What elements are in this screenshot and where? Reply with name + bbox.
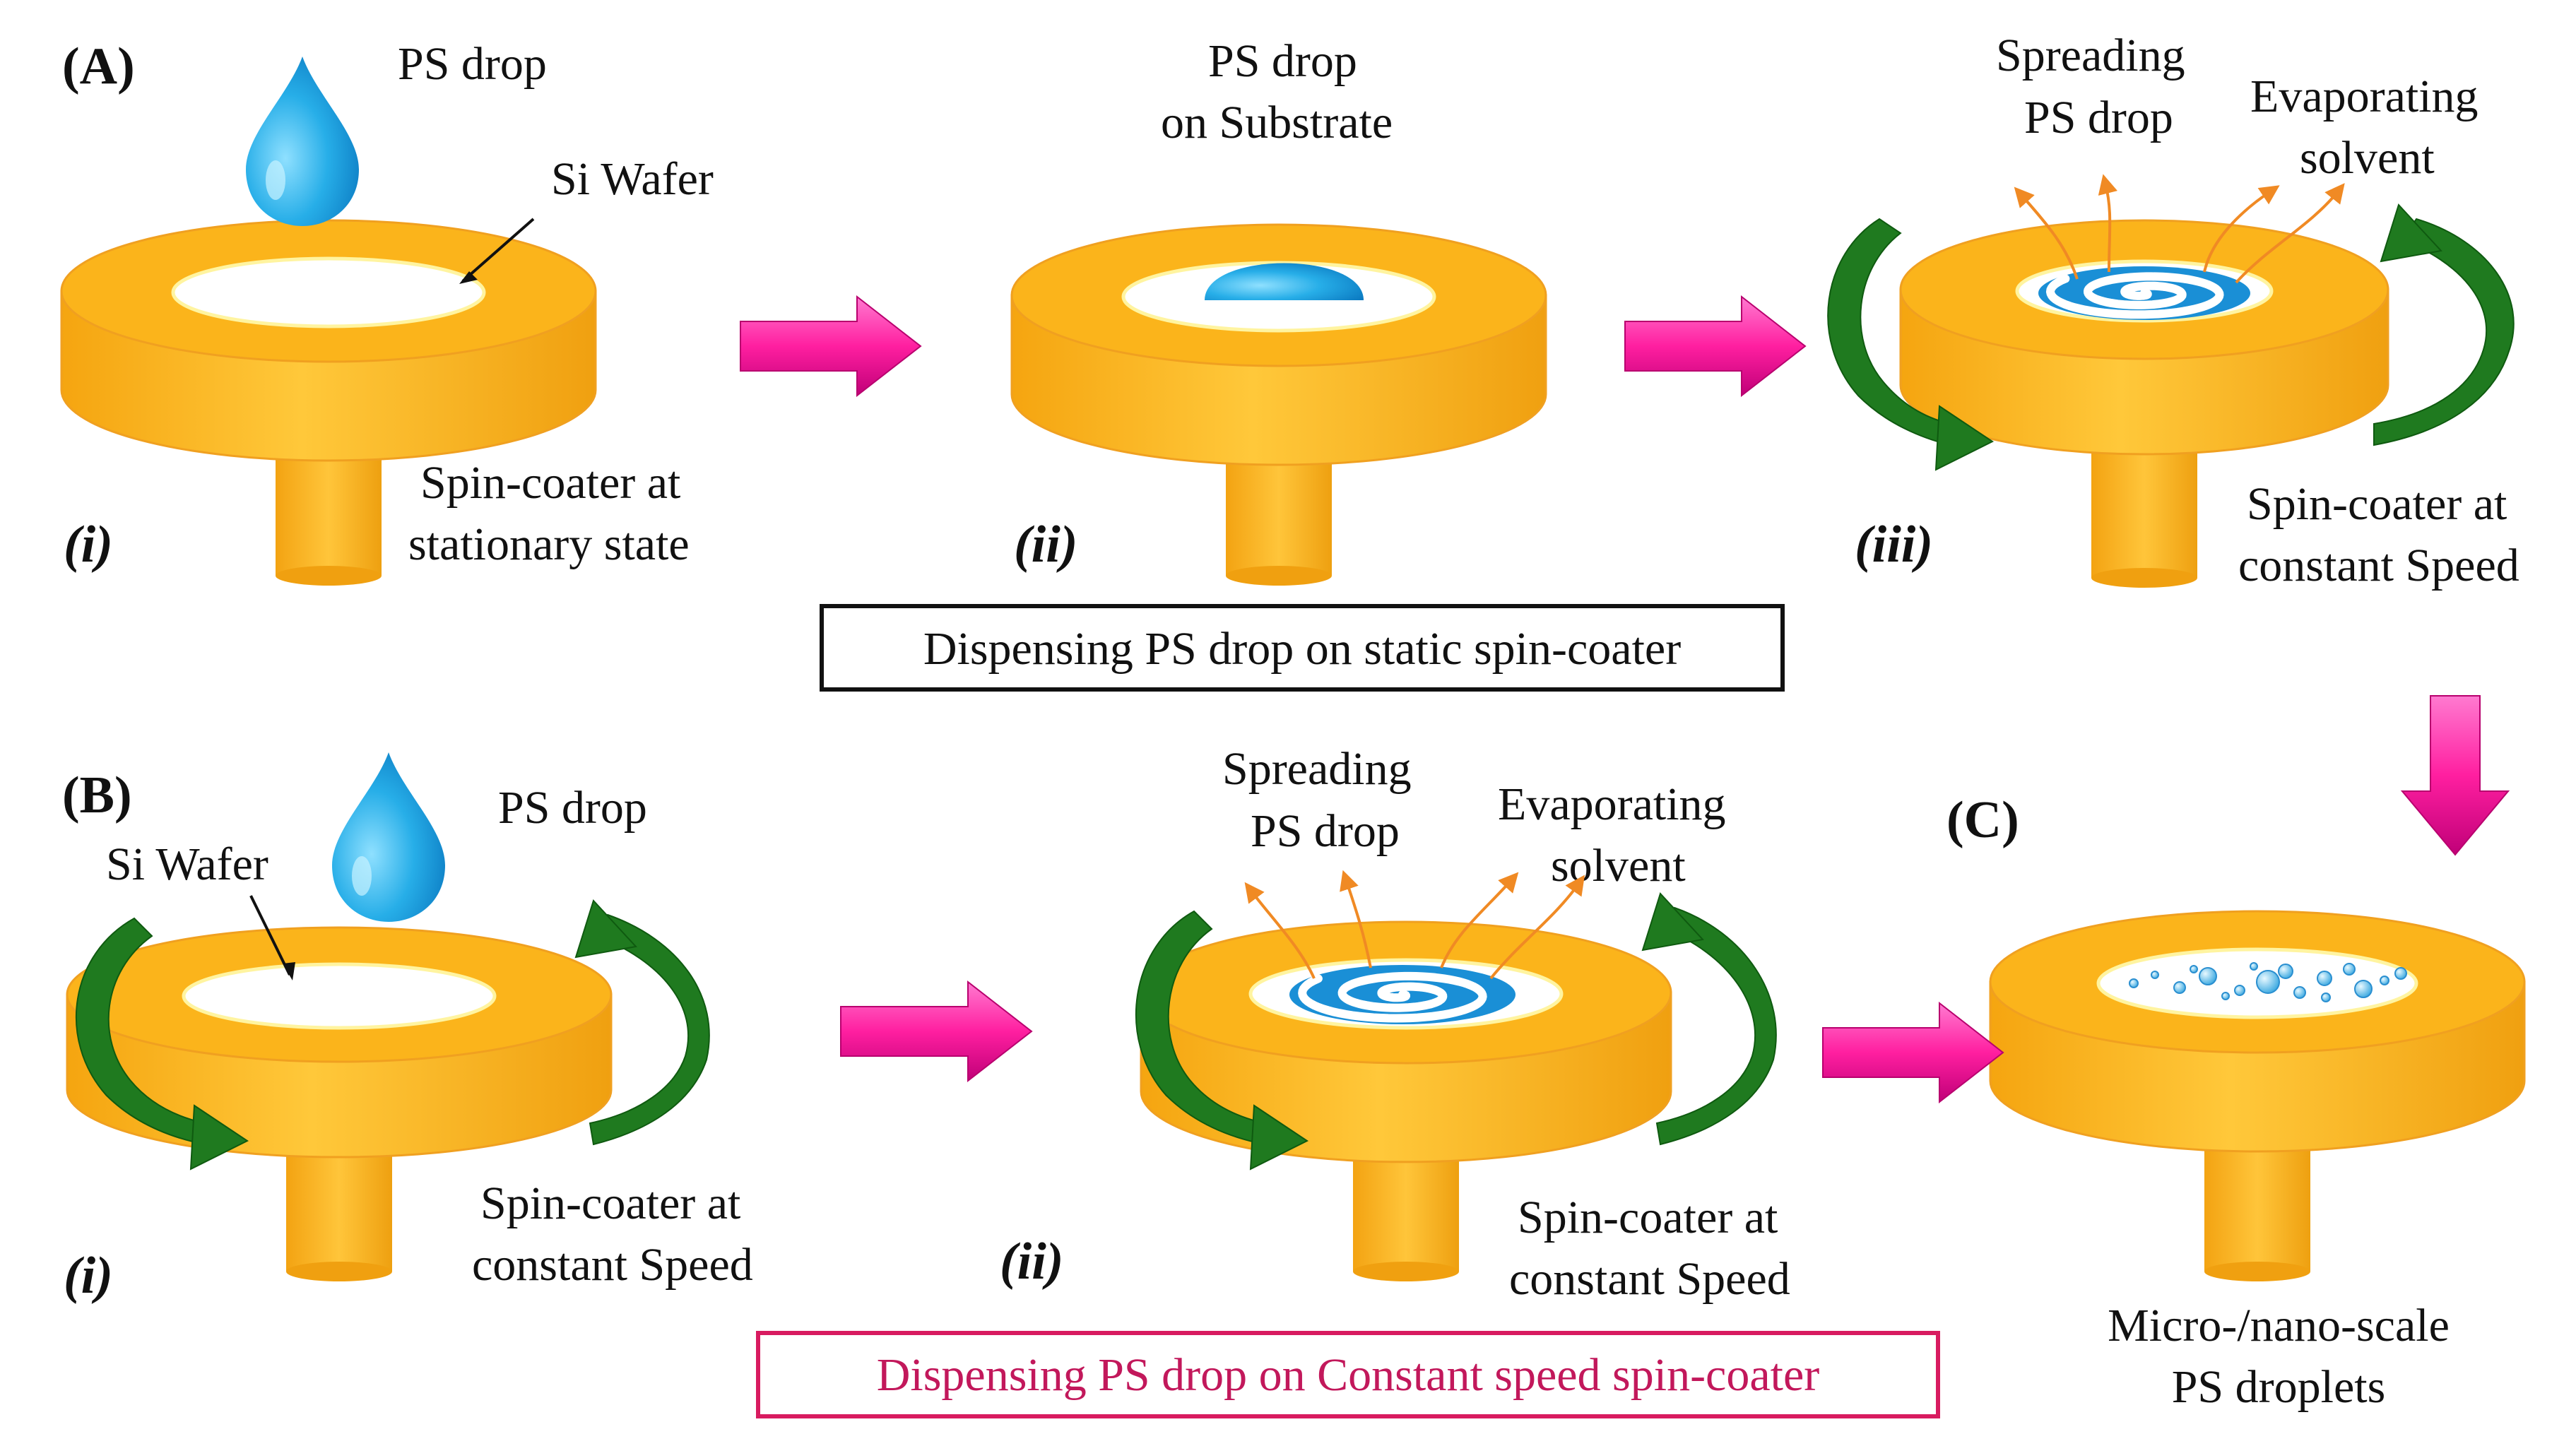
flow-arrow-icon [2400,695,2510,856]
coater-stem-base [1353,1262,1459,1281]
a-ii-drop-on-substrate [1205,263,1364,300]
coater-stem-base [1226,566,1332,586]
b-i-status-line1: Spin-coater at [480,1178,740,1229]
vapor-arrow-icon [1489,875,1585,980]
a-iii-status-line1: Spin-coater at [2247,478,2507,530]
vapor-arrows [1244,174,2345,980]
rotation-arrow-icon [1135,910,1308,1171]
b-ii-spreading-line2: PS drop [1251,805,1400,857]
flow-arrows [740,295,2510,1104]
droplet [2321,992,2331,1002]
droplet [2380,976,2389,985]
droplet [2278,964,2293,979]
a-iii-evaporating-line2: solvent [2300,132,2435,184]
droplet [2151,971,2159,979]
b-ii-spreading-line1: Spreading [1222,743,1412,795]
rotation-arrow-icon [1641,892,1777,1146]
si-wafer [182,962,497,1030]
droplet [2199,967,2217,985]
flow-arrow-icon [740,295,922,398]
a-i-wafer-label: Si Wafer [551,153,714,205]
rotation-arrow-icon [1827,218,1994,471]
droplet [2250,962,2258,971]
vapor-arrow-icon [2203,185,2280,273]
a-i-drop-label: PS drop [398,38,547,90]
rotation-arrow-icon [2373,203,2515,446]
vapor-arrow-icon [2098,174,2117,273]
b-ii-roman: (ii) [1000,1233,1063,1291]
rotation-arrows [75,203,2515,1171]
rotation-arrow-icon [75,917,249,1171]
drop-icon [246,57,359,226]
panel-a-label: (A) [62,37,135,95]
a-iii-status-line2: constant Speed [2238,540,2519,591]
a-ii-drop-label-line1: PS drop [1208,35,1357,87]
droplet [2394,967,2407,980]
a-i-status-line2: stationary state [408,519,690,570]
micro-nano-droplets [2129,962,2407,1002]
vapor-arrow-icon [1440,872,1519,968]
caption-b-text: Dispensing PS drop on Constant speed spi… [877,1349,1820,1401]
flow-arrow-icon [840,980,1033,1083]
vapor-arrow-icon [1244,882,1316,979]
a-i-wafer-pointer-head [459,271,478,284]
vapor-arrow-icon [1340,870,1372,968]
coater-stem-base [276,566,382,586]
vapor-arrow-icon [2235,183,2345,284]
caption-a-text: Dispensing PS drop on static spin-coater [923,623,1681,675]
flow-arrow-icon [1624,295,1807,398]
b-ii-evaporating-line2: solvent [1551,840,1686,891]
coater-stem-base [2204,1262,2310,1281]
a-iii-evaporating-line1: Evaporating [2250,71,2478,122]
caption-b-box [756,1331,1940,1418]
b-ii-evaporating-line1: Evaporating [1498,778,1726,830]
droplet [2190,965,2198,973]
b-i-wafer-label: Si Wafer [106,839,268,890]
droplet [2317,971,2332,986]
coater-stem-base [2091,568,2197,588]
panel-c-label: (C) [1946,791,2019,849]
b-i-drop-label: PS drop [498,782,647,834]
vapor-arrow-icon [2014,186,2079,280]
droplet [2256,970,2280,994]
droplet [2129,978,2139,988]
flow-arrow-icon [1822,1001,2004,1104]
a-iii-spreading-line1: Spreading [1996,30,2185,81]
caption-a-box [820,604,1785,692]
b-ii-status-line2: constant Speed [1509,1253,1790,1305]
rotation-arrow-icon [574,899,710,1146]
droplet [2173,981,2186,994]
coater-stem-base [286,1262,392,1281]
a-iii-spreading-line2: PS drop [2024,92,2173,143]
b-i-roman: (i) [64,1247,113,1305]
spreading-swirl-b [1289,965,1516,1024]
coater-a-ii [1010,223,1547,586]
c-result-line1: Micro-/nano-scale [2108,1300,2450,1351]
droplet [2354,980,2373,998]
b-ii-status-line1: Spin-coater at [1518,1192,1778,1243]
a-ii-drop-label-line2: on Substrate [1161,97,1393,148]
droplet [2293,986,2306,999]
b-i-wafer-pointer-head [283,962,295,980]
a-ii-roman: (ii) [1014,516,1077,574]
droplet [2234,985,2245,996]
b-i-status-line2: constant Speed [472,1239,753,1291]
a-i-roman: (i) [64,516,113,574]
panel-b-label: (B) [62,766,132,824]
spreading-swirl-a [2038,266,2250,320]
droplet [2343,963,2356,976]
a-i-wafer-pointer [461,218,535,283]
droplet [2221,992,2230,1000]
drop-icon [332,752,445,922]
c-result-line2: PS droplets [2172,1361,2386,1413]
a-i-status-line1: Spin-coater at [420,457,680,509]
swirl-line [1298,971,1487,1023]
b-i-wafer-pointer [249,895,291,976]
coater-a-i [60,219,597,586]
a-iii-roman: (iii) [1855,516,1933,574]
si-wafer [171,256,486,328]
swirl-line [2045,272,2224,319]
